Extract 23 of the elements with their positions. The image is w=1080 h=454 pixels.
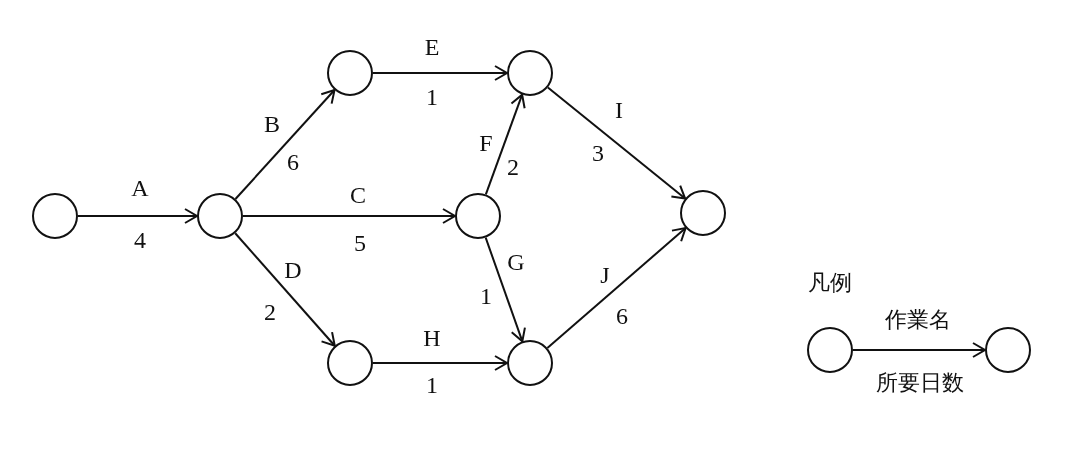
event-circle: [985, 327, 1031, 373]
event-circle: [807, 327, 853, 373]
event-circle: [32, 193, 78, 239]
arrow: [234, 232, 336, 347]
event-circle: [327, 340, 373, 386]
arrow: [77, 208, 198, 224]
arrow: [372, 65, 508, 81]
arrow: [546, 86, 687, 200]
arrow: [852, 342, 986, 358]
arrow: [372, 355, 508, 371]
event-circle: [327, 50, 373, 96]
event-circle: [455, 193, 501, 239]
event-circle: [507, 340, 553, 386]
arrow: [484, 93, 526, 196]
arrow: [484, 236, 526, 343]
event-circle: [197, 193, 243, 239]
event-circle: [680, 190, 726, 236]
legend-title: 凡例: [806, 270, 854, 296]
arrow: [234, 89, 336, 200]
arrow: [242, 208, 456, 224]
event-circle: [507, 50, 553, 96]
duration-label: 所要日数: [874, 370, 966, 396]
arrow: [546, 227, 687, 349]
